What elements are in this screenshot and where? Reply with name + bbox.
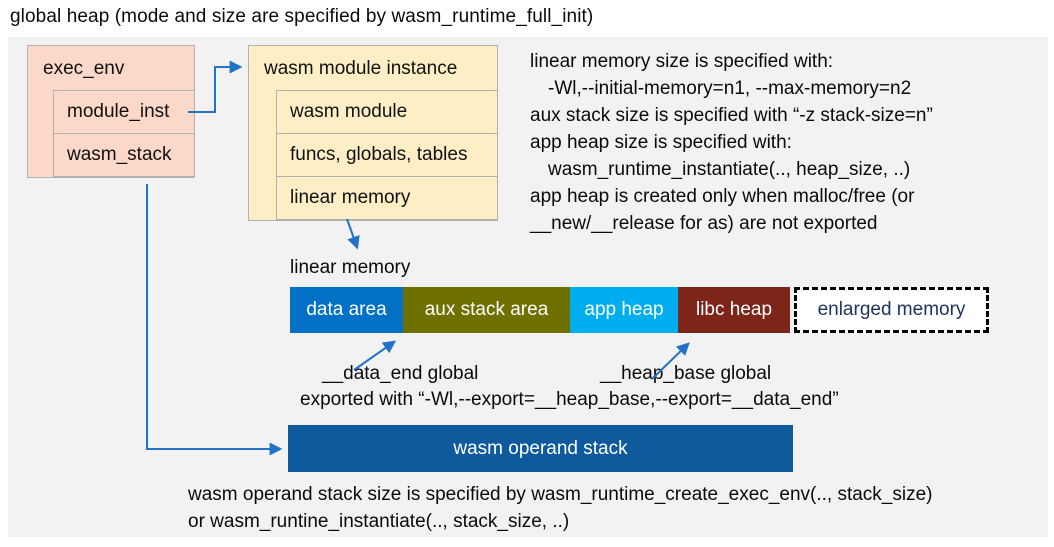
note-line: linear memory size is specified with: [530, 51, 834, 72]
footer-line: or wasm_runtine_instantiate(.., stack_si… [188, 511, 570, 532]
operand-stack-notes: wasm operand stack size is specified by … [188, 481, 1038, 535]
diagram-title: global heap (mode and size are specified… [10, 6, 594, 27]
segment-aux-stack-area: aux stack area [403, 287, 570, 333]
exec-env-field-wasm-stack: wasm_stack [53, 133, 194, 177]
heap-base-global-label: __heap_base global [600, 363, 772, 384]
linear-memory-bar: data area aux stack area app heap libc h… [290, 287, 989, 333]
exec-env-box: exec_env module_inst wasm_stack [27, 45, 195, 178]
note-line: app heap size is specified with: [530, 132, 792, 153]
footer-line: wasm operand stack size is specified by … [188, 484, 933, 505]
note-line: aux stack size is specified with “-z sta… [530, 105, 933, 126]
note-line: -Wl,--initial-memory=n1, --max-memory=n2 [548, 78, 912, 99]
exec-env-field-module-inst: module_inst [53, 90, 194, 134]
segment-enlarged-memory: enlarged memory [794, 287, 989, 333]
module-instance-header: wasm module instance [264, 57, 458, 79]
exec-env-header: exec_env [43, 57, 125, 79]
export-flags-label: exported with “-Wl,--export=__heap_base,… [300, 389, 839, 410]
note-line: __new/__release for as) are not exported [530, 213, 878, 234]
segment-app-heap: app heap [570, 287, 678, 333]
segment-libc-heap: libc heap [678, 287, 790, 333]
data-end-global-label: __data_end global [322, 363, 479, 384]
note-line: wasm_runtime_instantiate(.., heap_size, … [548, 159, 911, 180]
note-line: app heap is created only when malloc/fre… [530, 186, 915, 207]
module-instance-fields: wasm module funcs, globals, tables linea… [276, 90, 497, 220]
linear-memory-label: linear memory [290, 257, 411, 278]
module-instance-box: wasm module instance wasm module funcs, … [248, 45, 498, 221]
module-instance-field-linear-memory: linear memory [276, 176, 497, 220]
wasm-operand-stack-bar: wasm operand stack [288, 425, 793, 472]
exec-env-fields: module_inst wasm_stack [53, 90, 194, 177]
module-instance-field-wasm-module: wasm module [276, 90, 497, 134]
module-instance-field-funcs-globals-tables: funcs, globals, tables [276, 133, 497, 177]
segment-data-area: data area [290, 287, 403, 333]
memory-size-notes: linear memory size is specified with: -W… [530, 48, 1035, 237]
